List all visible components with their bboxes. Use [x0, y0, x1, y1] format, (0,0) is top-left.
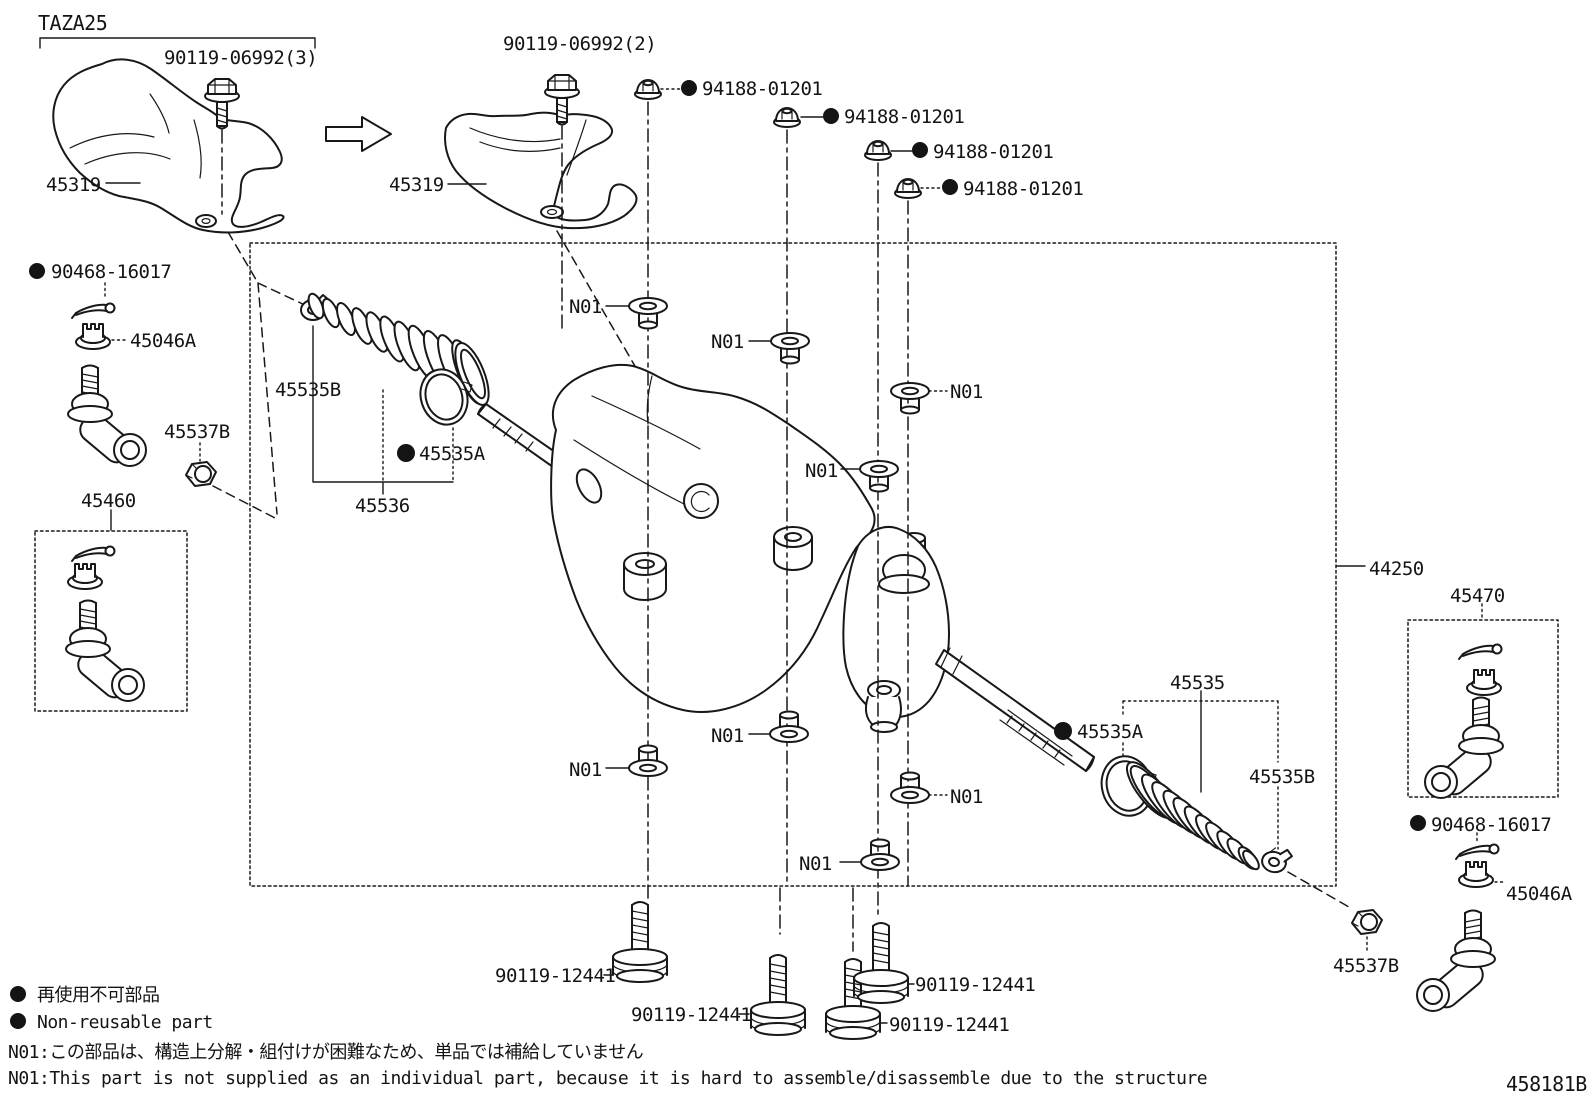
castle-nut-lh-icon [75, 323, 111, 350]
kit-tie-rod-end-lh-icon [65, 599, 145, 704]
tie-rod-end-lh-icon [67, 364, 147, 469]
tie-rod-end-lh-box [34, 530, 188, 712]
boot-clamp-lh-label[interactable]: 45535B [275, 379, 341, 401]
shield-bolt-a-label[interactable]: 90119-06992(3) [164, 47, 318, 69]
boot-clip-rh-label[interactable]: 45535A [1077, 721, 1144, 743]
lock-nut-lh-label[interactable]: 45537B [164, 421, 230, 443]
note-ref-label-1: N01 [569, 296, 602, 318]
non-reusable-dot-icon [823, 108, 839, 124]
leader-lines [104, 88, 1505, 1024]
gear-assembly-box [249, 242, 1337, 887]
lock-nut-lh-leader [212, 485, 278, 520]
legend-jp-non-reusable: 再使用不可部品 [37, 985, 160, 1006]
boot-clamp-rh-label[interactable]: 45535B [1249, 766, 1315, 788]
heat-shield-after-drawing [444, 111, 638, 230]
mount-bolt-icon-4 [853, 922, 909, 1004]
mount-nut-label-1[interactable]: 94188-01201 [702, 78, 823, 100]
non-reusable-dot-icon [681, 80, 697, 96]
legend-en-non-reusable: Non-reusable part [37, 1012, 213, 1033]
note-ref-label-7: N01 [950, 786, 983, 808]
note-ref-label-4: N01 [805, 460, 838, 482]
note-ref-label-5: N01 [569, 759, 602, 781]
tie-rod-end-rh-icon [1416, 909, 1496, 1014]
tie-rod-end-rh-box [1407, 619, 1559, 798]
mount-nut-icon-2 [773, 107, 801, 128]
boot-clip-lh-label[interactable]: 45535A [419, 443, 486, 465]
replacement-arrow-icon [325, 116, 392, 152]
note-ref-label-8: N01 [799, 853, 832, 875]
mount-nut-icon-4 [894, 178, 922, 199]
non-reusable-dot-icon [397, 444, 415, 462]
grommet-icon-7 [890, 771, 930, 804]
boot-kit-rh-drawing [1100, 755, 1295, 877]
note-ref-label-6: N01 [711, 725, 744, 747]
non-reusable-dot-icon [1054, 722, 1072, 740]
kit-tie-rod-end-rh-icon [1424, 696, 1504, 801]
mount-bolt-label-2[interactable]: 90119-12441 [631, 1004, 752, 1026]
note-ref-label-3: N01 [950, 381, 983, 403]
mount-bolt-label-4[interactable]: 90119-12441 [915, 974, 1036, 996]
non-reusable-dot-icon [10, 986, 26, 1002]
note-ref-label-2: N01 [711, 331, 744, 353]
non-reusable-dot-icon [942, 179, 958, 195]
mount-bolt-icon-2 [750, 954, 806, 1036]
figure-code-label: 458181B [1506, 1072, 1587, 1096]
kit-cotter-pin-rh-icon [1458, 643, 1503, 660]
non-reusable-dot-icon [10, 1013, 26, 1029]
shield-lh-projection-lines [227, 231, 308, 515]
model-code-label: TAZA25 [38, 11, 107, 35]
non-reusable-dot-icon [912, 142, 928, 158]
shield-bolt-b-label[interactable]: 90119-06992(2) [503, 33, 657, 55]
tie-rod-end-rh-label[interactable]: 45470 [1450, 585, 1505, 607]
cotter-pin-rh-icon [1455, 843, 1500, 860]
mount-nut-icon-1 [634, 79, 662, 100]
grommet-icon-8 [860, 838, 900, 871]
clamp-to-tie-rod-leader [1287, 871, 1350, 908]
mount-bolt-icon-1 [612, 901, 668, 983]
cotter-pin-lh-label[interactable]: 90468-16017 [51, 261, 172, 283]
boot-kit-rh-label[interactable]: 45535 [1170, 672, 1225, 694]
mount-bolt-label-1[interactable]: 90119-12441 [495, 965, 616, 987]
grommet-icon-3 [890, 382, 930, 415]
boot-clamp-rh-icon [1258, 843, 1295, 877]
kit-cotter-pin-lh-icon [71, 545, 116, 562]
castle-nut-rh-label[interactable]: 45046A [1506, 883, 1573, 905]
heat-shield-label-2[interactable]: 45319 [389, 174, 444, 196]
cotter-pin-lh-icon [71, 302, 116, 319]
mount-bolt-label-3[interactable]: 90119-12441 [889, 1014, 1010, 1036]
boot-kit-lh-label[interactable]: 45536 [355, 495, 410, 517]
non-reusable-dot-icon [29, 263, 45, 279]
assembly-chain-lines [221, 101, 909, 952]
heat-shield-before-drawing [52, 58, 285, 234]
steering-gear-drawing [477, 363, 1095, 772]
kit-castle-nut-rh-icon [1466, 669, 1502, 696]
lock-nut-lh-icon [185, 461, 217, 487]
mount-nut-label-3[interactable]: 94188-01201 [933, 141, 1054, 163]
grommet-icon-4 [859, 460, 899, 493]
tie-rod-end-lh-label[interactable]: 45460 [81, 490, 136, 512]
grommet-icon-2 [770, 332, 810, 365]
grommet-icon-5 [628, 744, 668, 777]
castle-nut-rh-icon [1458, 861, 1494, 888]
steering-gear-label[interactable]: 44250 [1369, 558, 1424, 580]
grommet-icon-6 [769, 710, 809, 743]
legend-en-note: N01:This part is not supplied as an indi… [8, 1068, 1207, 1089]
mount-nut-label-2[interactable]: 94188-01201 [844, 106, 965, 128]
grommet-icon-1 [628, 297, 668, 330]
mount-nut-icon-3 [864, 140, 892, 161]
kit-castle-nut-lh-icon [67, 563, 103, 590]
model-code-bracket [39, 37, 316, 49]
non-reusable-dot-icon [1410, 815, 1426, 831]
cotter-pin-rh-label[interactable]: 90468-16017 [1431, 814, 1552, 836]
mount-nut-label-4[interactable]: 94188-01201 [963, 178, 1084, 200]
legend: 再使用不可部品 Non-reusable part N01:この部品は、構造上分… [8, 985, 1208, 1089]
lock-nut-rh-label[interactable]: 45537B [1333, 955, 1399, 977]
heat-shield-label-1[interactable]: 45319 [46, 174, 101, 196]
boot-kit-lh-drawing [300, 292, 490, 426]
lock-nut-rh-icon [1351, 909, 1383, 935]
legend-jp-note: N01:この部品は、構造上分解・組付けが困難なため、単品では補給していません [8, 1042, 644, 1063]
castle-nut-lh-label[interactable]: 45046A [130, 330, 197, 352]
